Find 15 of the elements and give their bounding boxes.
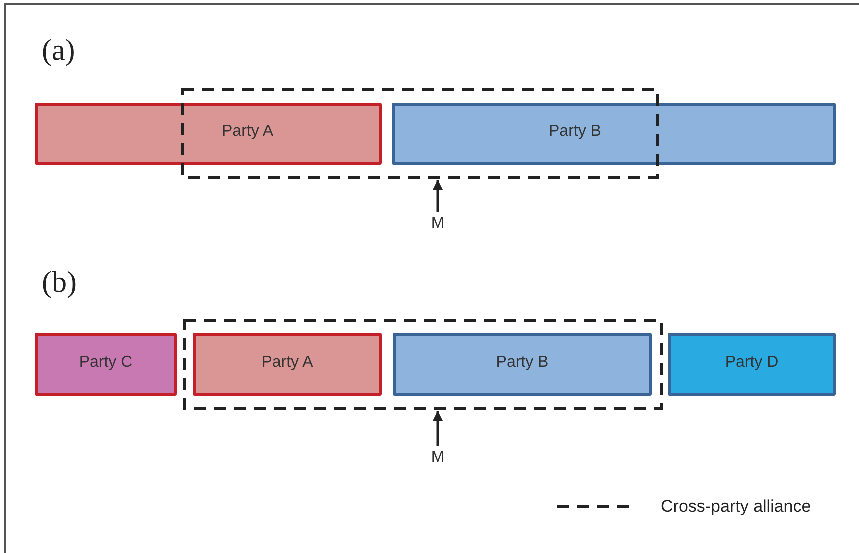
marker-label: M: [428, 214, 448, 238]
alliance-dashed-box: [183, 319, 663, 410]
party-box: Party C: [35, 333, 177, 396]
legend-label: Cross-party alliance: [661, 496, 812, 518]
panel-label: (a): [42, 36, 76, 66]
marker-label: M: [428, 448, 448, 472]
party-box: Party B: [393, 333, 652, 396]
party-box: Party D: [668, 333, 836, 396]
party-box: Party B: [392, 103, 836, 165]
arrow: [433, 180, 443, 212]
alliance-dashed-box: [181, 88, 659, 179]
party-box: Party A: [35, 103, 382, 165]
party-box: Party A: [193, 333, 382, 396]
panel-label: (b): [42, 268, 77, 298]
arrow: [433, 411, 443, 446]
